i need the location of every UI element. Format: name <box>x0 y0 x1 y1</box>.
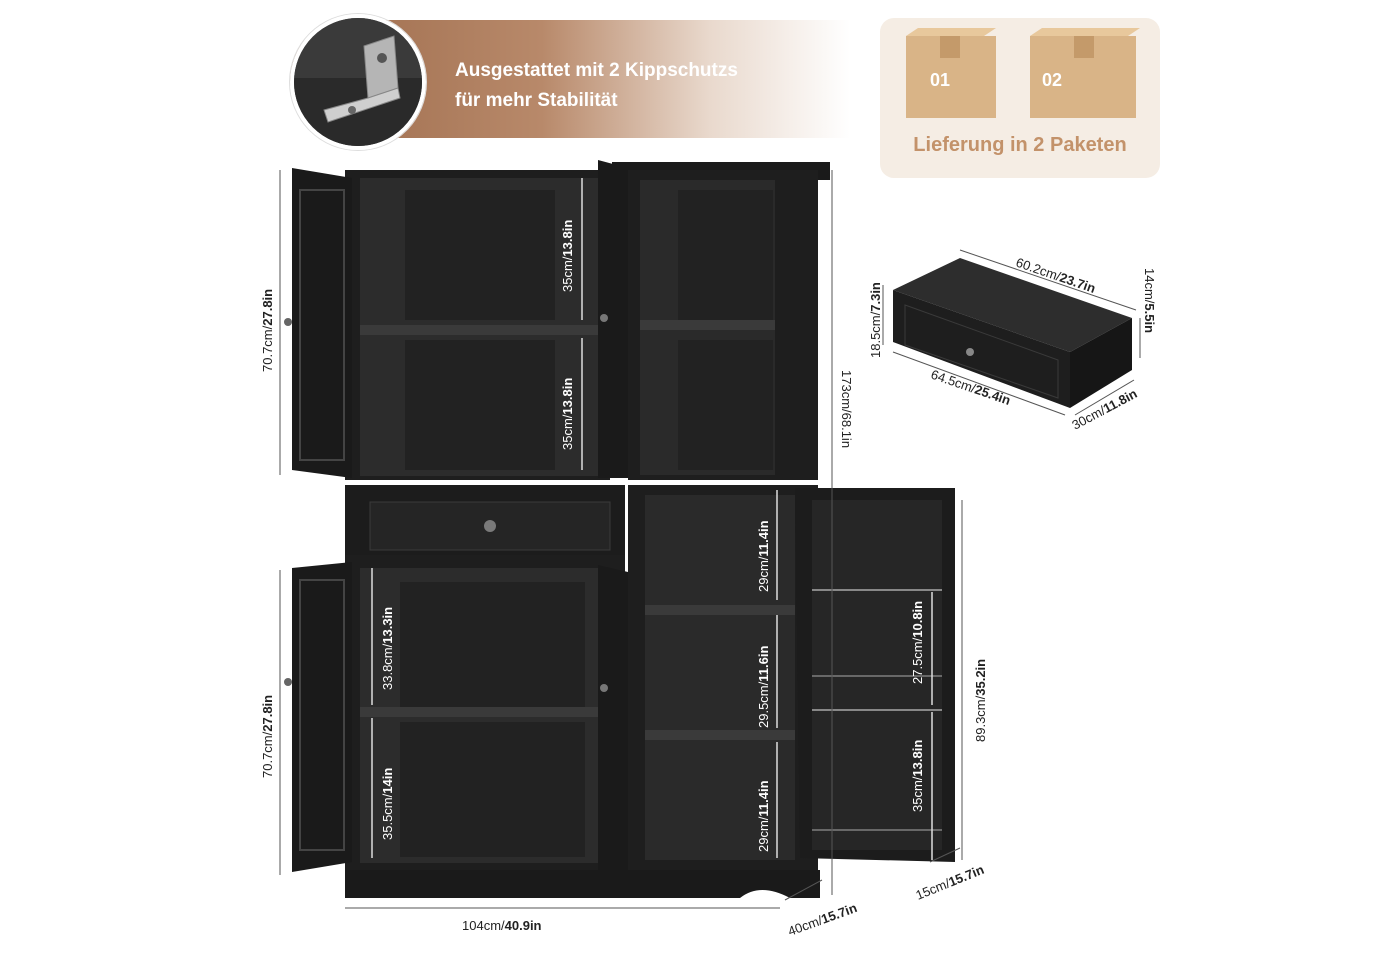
inner-dimension-labels: 35cm/13.8in 35cm/13.8in 33.8cm/13.3in 35… <box>380 220 925 852</box>
door-shelf-1-label: 27.5cm/10.8in <box>910 601 925 684</box>
upper-left-cabinet <box>284 160 628 480</box>
total-height-label: 173cm/68.1in <box>839 370 854 448</box>
lower-shelf-2-label: 35.5cm/14in <box>380 768 395 840</box>
drawer-detail <box>882 249 1141 416</box>
lower-left-cabinet <box>284 555 628 895</box>
dimension-lines <box>279 170 963 909</box>
width-label: 104cm/40.9in <box>462 918 542 933</box>
depth-label: 40cm/15.7in <box>786 900 859 939</box>
package-box-1-icon: 01 <box>906 28 996 118</box>
door-shelf-2-label: 35cm/13.8in <box>910 740 925 812</box>
lower-right-cabinet <box>628 485 955 895</box>
cabinet-base <box>345 870 820 898</box>
main-drawer <box>345 485 625 555</box>
lower-shelf-1-label: 33.8cm/13.3in <box>380 607 395 690</box>
package-boxes: 01 02 <box>906 28 1140 118</box>
lower-height-label: 70.7cm/27.8in <box>260 695 275 778</box>
right-shelf-1-label: 29cm/11.4in <box>756 520 771 592</box>
package-box-2-label: 02 <box>1042 70 1062 90</box>
door-depth-label: 15cm/15.7in <box>914 862 987 903</box>
side-height-label: 89.3cm/35.2in <box>973 659 988 742</box>
anti-tip-bracket-photo <box>290 14 426 150</box>
package-box-2-icon: 02 <box>1030 28 1140 118</box>
drawer-inner-height-label: 14cm/5.5in <box>1142 268 1157 333</box>
banner-text: Ausgestattet mit 2 Kippschutzs für mehr … <box>455 56 738 116</box>
inner-dimension-lines <box>371 178 933 860</box>
banner-line-2: für mehr Stabilität <box>455 90 618 111</box>
upper-shelf-1-label: 35cm/13.8in <box>560 220 575 292</box>
drawer-height-label: 18.5cm/7.3in <box>868 282 883 358</box>
upper-right-cabinet <box>612 162 830 480</box>
banner-line-1: Ausgestattet mit 2 Kippschutzs <box>455 60 738 81</box>
base-cutout <box>740 890 790 898</box>
upper-height-label: 70.7cm/27.8in <box>260 289 275 372</box>
package-label: Lieferung in 2 Paketen <box>913 134 1127 156</box>
upper-shelf-2-label: 35cm/13.8in <box>560 378 575 450</box>
right-shelf-3-label: 29cm/11.4in <box>756 780 771 852</box>
right-shelf-2-label: 29.5cm/11.6in <box>756 646 771 728</box>
package-box-1-label: 01 <box>930 70 950 90</box>
